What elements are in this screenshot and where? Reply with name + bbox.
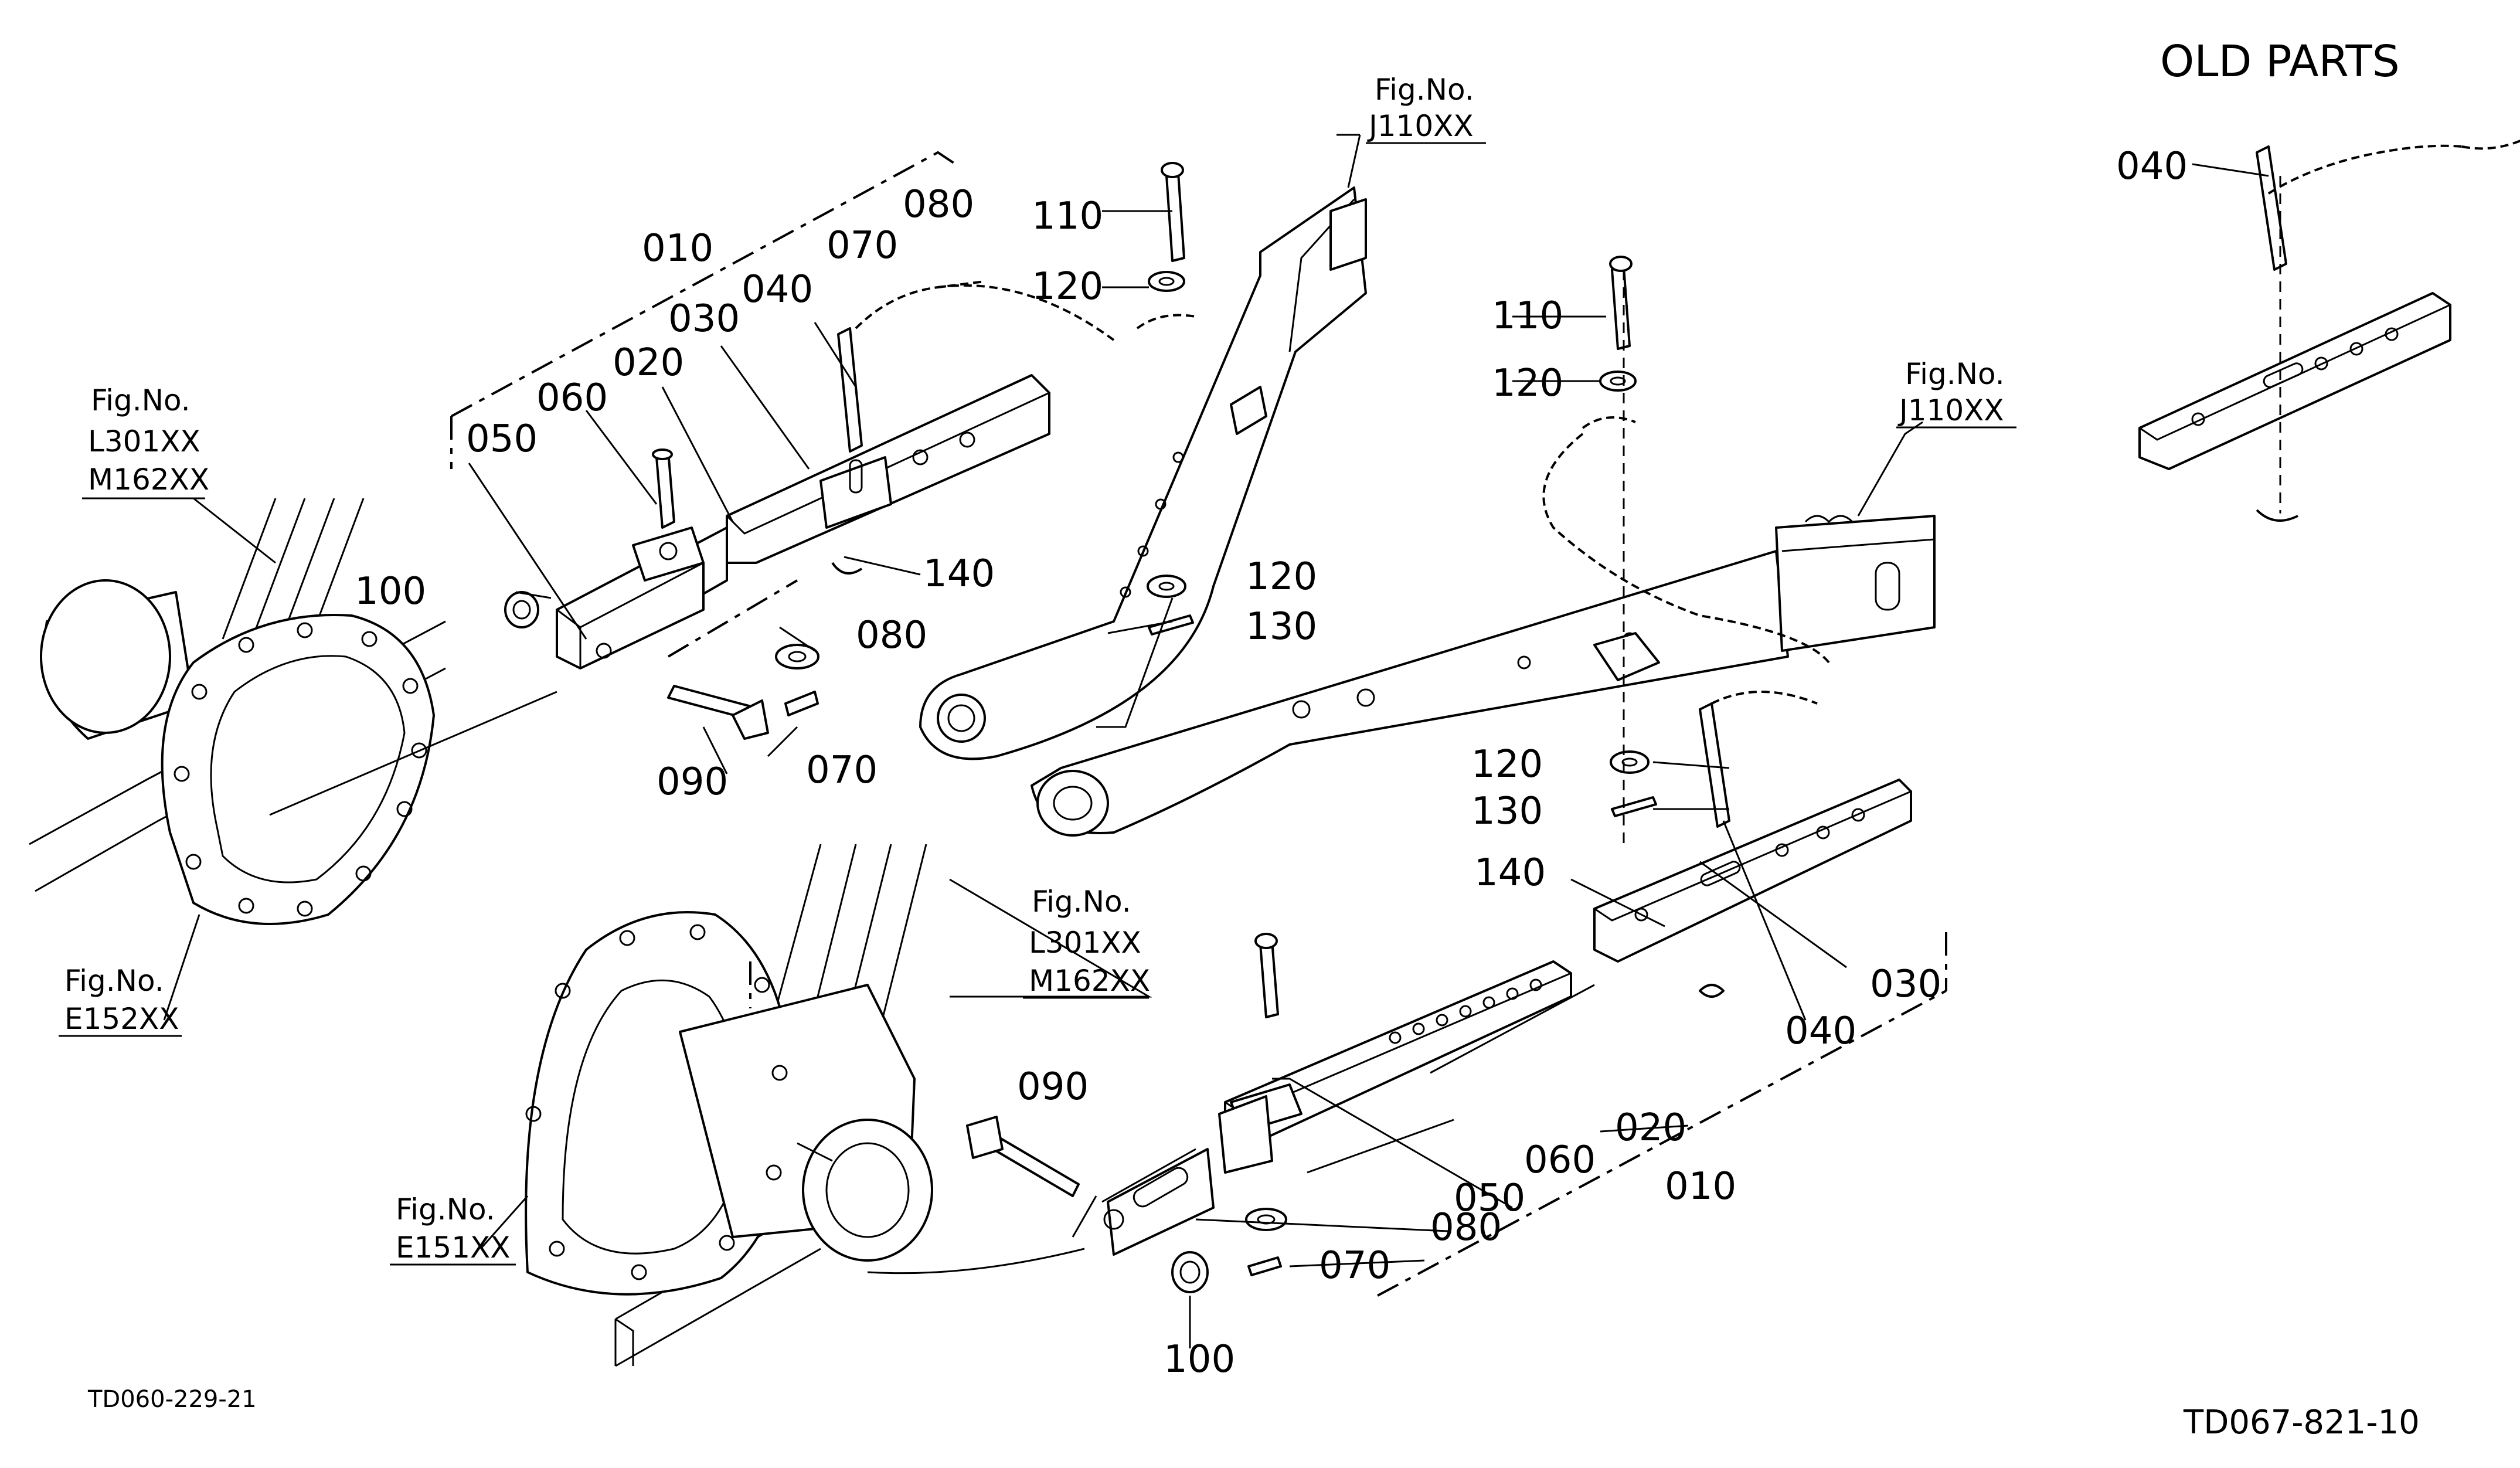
middle-lower-link-arm [1031,515,1936,837]
old-parts-title: OLD PARTS [2160,36,2400,87]
callout-040-lower: 040 [1785,1010,1856,1053]
callout-020-upper: 020 [613,341,684,385]
fig-ref-j110-right: Fig.No. J110XX [1896,357,2016,429]
fig-ref-j110-right-line1: Fig.No. [1905,357,2005,391]
lower-check-link-assembly [749,256,1947,1297]
fig-ref-j110-top-line2: J110XX [1367,109,1474,143]
callout-030-upper: 030 [668,297,740,341]
callout-120-lower-b: 120 [1471,743,1543,786]
upper-top-link-arm [919,186,1367,760]
fig-ref-e152: Fig.No. E152XX [59,964,182,1037]
drawing-code-left: TD060-229-21 [87,1386,257,1413]
fig-ref-j110-top: Fig.No. J110XX [1366,73,1486,144]
callouts-upper: 010 040 070 080 030 020 060 050 100 080 … [355,183,1317,804]
fig-ref-l301-left-line1: Fig.No. [91,383,191,417]
callout-100-upper: 100 [355,570,426,613]
callout-140-lower: 140 [1474,851,1546,895]
old-parts-detail [2138,140,2520,522]
fig-ref-j110-right-line2: J110XX [1897,393,2004,427]
fig-ref-e151: Fig.No. E151XX [390,1192,516,1266]
fig-ref-e152-line2: E152XX [64,1002,179,1036]
callout-140-upper: 140 [923,552,995,596]
left-axle-housing [29,498,557,925]
callout-060-lower: 060 [1524,1139,1596,1182]
callout-070-upper-b: 070 [806,749,878,792]
right-axle-housing [525,844,1085,1367]
fig-ref-e151-line1: Fig.No. [396,1192,495,1226]
fig-ref-l301-mid: Fig.No. L301XX M162XX [1023,885,1150,999]
callout-070-upper-a: 070 [827,224,898,267]
callout-090-upper: 090 [657,760,728,804]
callout-040-old: 040 [2116,145,2188,188]
callout-050-upper: 050 [466,417,538,461]
callout-050-lower: 050 [1454,1177,1525,1220]
fig-ref-l301-left-line2: L301XX [88,424,200,458]
callout-120-upper-b: 120 [1246,555,1317,599]
leader-lines [88,134,2269,1348]
fig-ref-l301-left: Fig.No. L301XX M162XX [82,383,209,499]
callout-090-lower: 090 [1017,1065,1089,1109]
callout-120-lower-a: 120 [1492,362,1563,405]
callout-020-lower: 020 [1615,1106,1686,1150]
callout-030-lower: 030 [1870,963,1941,1006]
callout-130-upper: 130 [1246,605,1317,648]
callout-080-lower: 080 [1430,1206,1502,1249]
callout-120-upper-a: 120 [1032,265,1103,308]
callout-110-upper: 110 [1032,195,1103,238]
callout-040-upper: 040 [742,268,813,311]
callout-060-upper: 060 [536,376,608,420]
drawing-code-right: TD067-821-10 [2183,1404,2420,1442]
callout-010-upper: 010 [642,227,713,270]
fig-ref-l301-mid-line1: Fig.No. [1032,885,1131,919]
fig-ref-e152-line1: Fig.No. [64,964,164,998]
callouts-lower: 110 120 120 130 140 040 030 020 060 010 … [1017,294,1941,1381]
fig-ref-e151-line2: E151XX [396,1231,511,1265]
callout-080-upper-a: 080 [903,183,974,226]
fig-ref-l301-mid-line2: L301XX [1029,926,1141,960]
callout-080-upper-b: 080 [856,614,927,657]
callout-010-lower: 010 [1665,1165,1736,1208]
callout-130-lower: 130 [1471,790,1543,833]
fig-ref-l301-left-line3: M162XX [88,463,209,497]
fig-ref-j110-top-line1: Fig.No. [1375,73,1474,107]
callout-100-lower: 100 [1164,1338,1235,1381]
callout-110-lower: 110 [1492,294,1563,338]
fig-ref-l301-mid-line3: M162XX [1029,964,1150,998]
callout-070-lower: 070 [1319,1244,1390,1287]
